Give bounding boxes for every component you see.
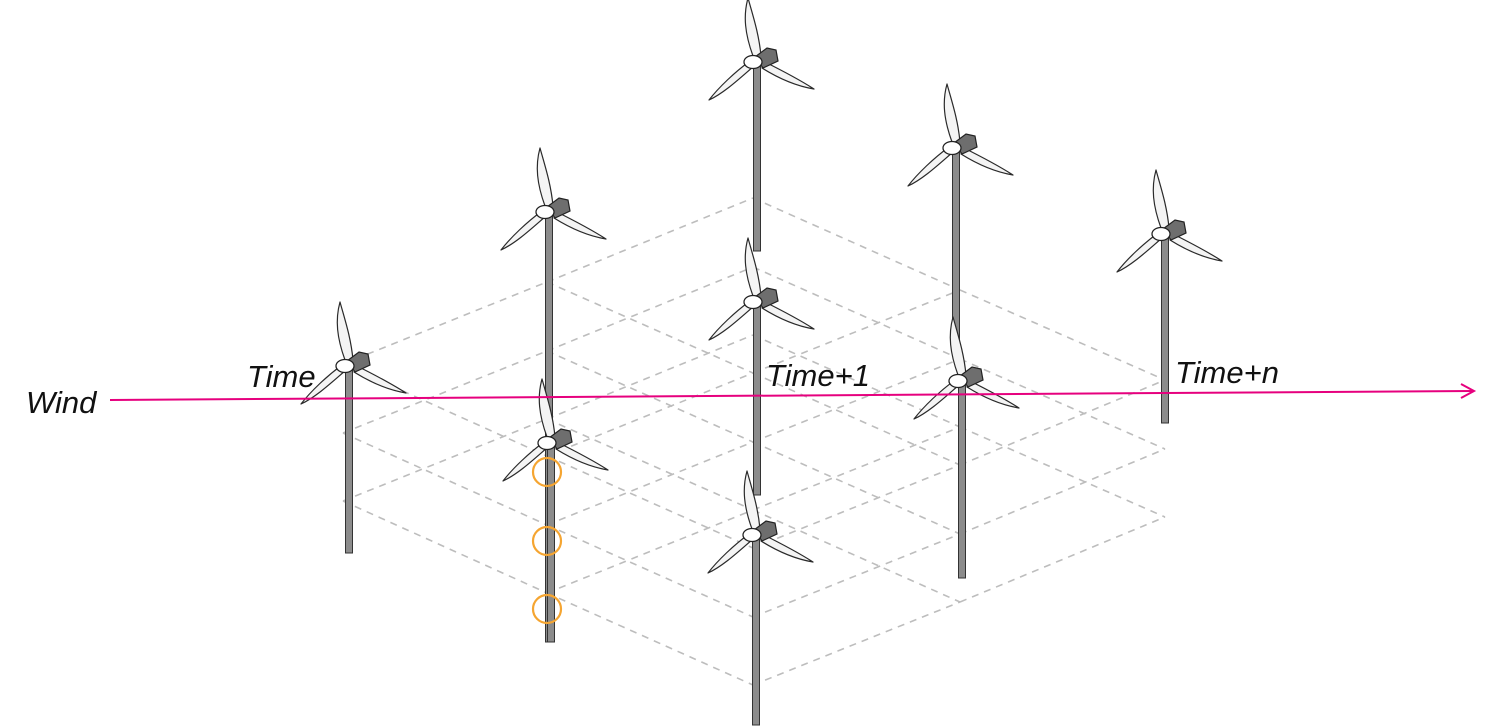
grid-line: [342, 500, 548, 594]
grid-line: [959, 516, 1166, 603]
grid-line: [342, 281, 548, 365]
grid-line: [342, 418, 548, 502]
wind-arrow-head: [1460, 383, 1477, 399]
grid-line: [546, 197, 754, 283]
grid-line: [546, 509, 754, 594]
grid-line: [752, 289, 961, 374]
grid-line: [546, 441, 754, 526]
grid-line: [752, 533, 961, 618]
grid-line: [546, 592, 754, 686]
wind-turbine-icon: [1116, 169, 1223, 424]
grid-line: [752, 358, 961, 443]
grid-line: [752, 509, 961, 603]
grid-line: [959, 358, 1166, 450]
grid-line: [959, 426, 1166, 518]
grid-line: [959, 448, 1166, 535]
grid-line: [546, 372, 754, 457]
wind-turbine-icon: [300, 301, 407, 554]
wind-turbine-icon: [913, 316, 1020, 579]
wind-label: Wind: [26, 385, 98, 420]
grid-line: [752, 441, 961, 535]
sensor-ring: [531, 593, 563, 625]
time-plus-1-label: Time+1: [766, 358, 870, 393]
sensor-ring: [531, 525, 563, 557]
grid-line: [752, 601, 961, 686]
wind-arrow-line: [109, 390, 1473, 401]
grid-line: [959, 289, 1166, 381]
grid-line: [546, 350, 754, 443]
time-plus-n-label: Time+n: [1175, 355, 1279, 390]
grid-line: [546, 418, 754, 511]
grid-line: [546, 281, 754, 374]
grid-line: [546, 455, 754, 549]
grid-line: [342, 350, 548, 434]
sensor-rings: [531, 456, 563, 625]
wind-turbine-icon: [502, 378, 609, 643]
grid-line: [546, 524, 754, 618]
grid-line: [752, 197, 961, 291]
grid-line: [546, 334, 754, 420]
grid-line: [752, 426, 961, 511]
wind-turbine-icon: [907, 83, 1014, 341]
wind-arrow: [109, 383, 1477, 401]
time-label: Time: [247, 359, 316, 394]
wind-turbine-icon: [708, 237, 815, 496]
grid-line: [752, 372, 961, 466]
grid-line: [342, 432, 548, 526]
wind-turbine-icon: [707, 470, 814, 726]
grid-line: [342, 363, 548, 457]
turbines: [300, 0, 1223, 726]
grid-line: [752, 464, 961, 549]
grid-line: [752, 266, 961, 360]
sensor-ring: [531, 456, 563, 488]
wind-turbine-icon: [708, 0, 815, 252]
grid-line: [546, 266, 754, 352]
